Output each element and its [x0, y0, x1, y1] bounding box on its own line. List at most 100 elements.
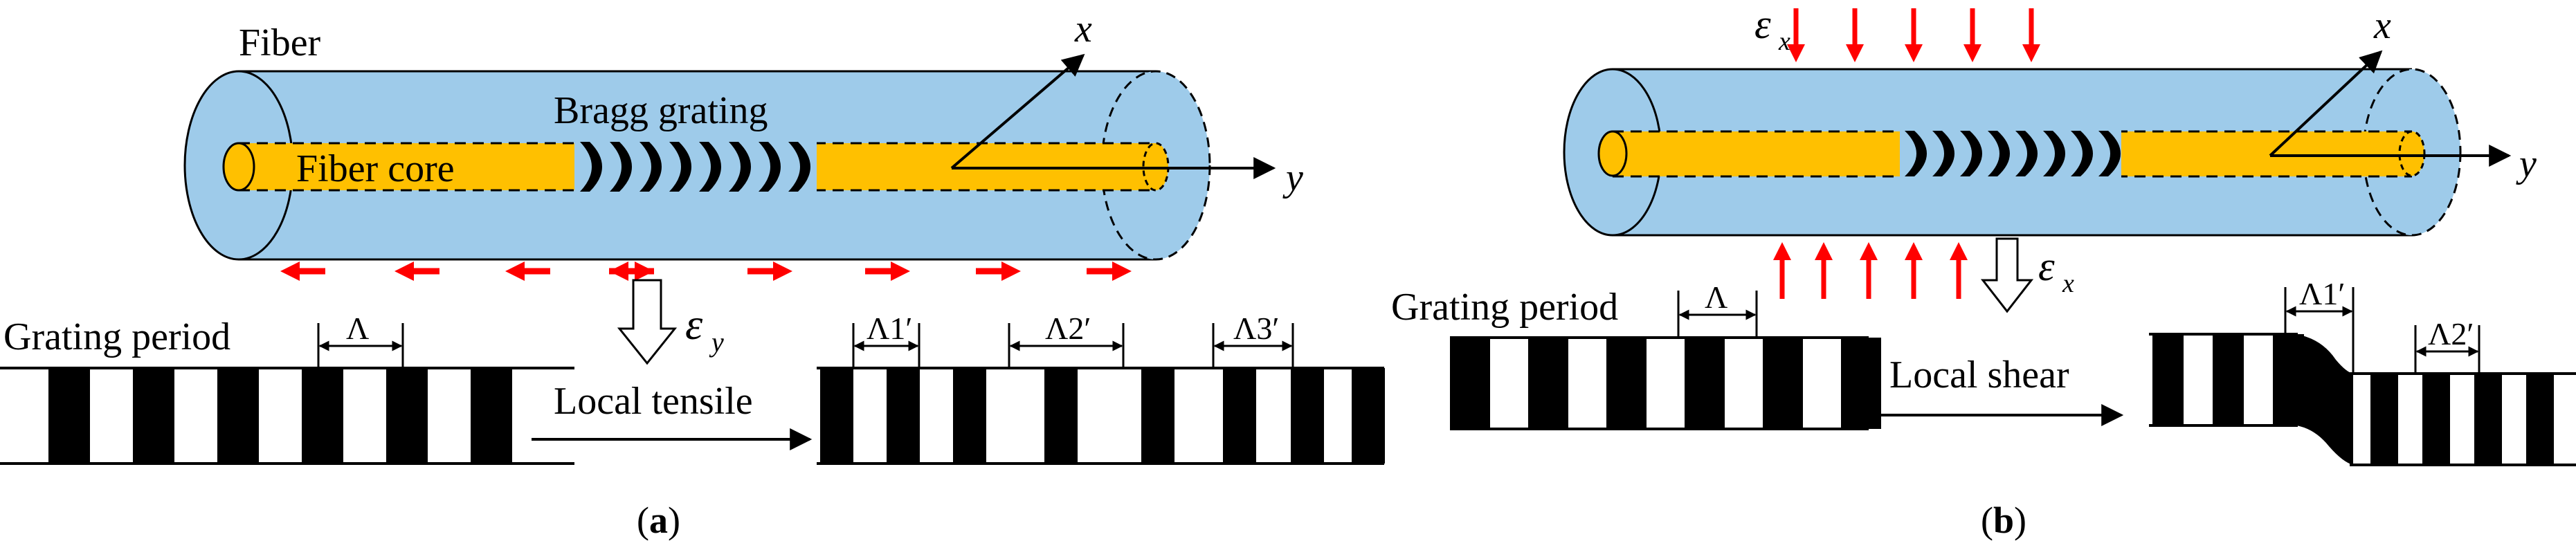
- red-arrow-head: [891, 262, 910, 281]
- red-arrow-head: [1950, 242, 1968, 260]
- strain-symbol-a: ε: [685, 300, 703, 349]
- grating-stripe: [820, 368, 853, 464]
- strain-arrow-a: ε y: [617, 279, 724, 365]
- caption-a: (a): [637, 499, 680, 541]
- grating-fringe: [1960, 131, 1982, 176]
- axes-a: y x: [950, 8, 1303, 199]
- axis-label-x: x: [1074, 8, 1092, 51]
- grating-period-sheared-b: Λ1′ Λ2′: [2149, 276, 2576, 466]
- grating-stripe: [48, 368, 90, 464]
- tension-arrows-a: [280, 262, 1132, 281]
- grating-stripe: [953, 368, 986, 464]
- caption-b: (b): [1981, 499, 2026, 541]
- grating-stripe: [1763, 338, 1803, 429]
- compression-arrows-top-b: [1787, 8, 2040, 62]
- fiber-label: Fiber: [239, 21, 321, 64]
- red-arrow-head: [1963, 44, 1981, 62]
- grating-period-label-a: Grating period: [3, 315, 230, 358]
- fiber-core-label: Fiber core: [296, 147, 455, 190]
- red-arrow-head: [1112, 262, 1132, 281]
- grating-stripe: [302, 368, 343, 464]
- grating-fringe: [788, 142, 810, 192]
- lambda-label-a: Λ: [346, 311, 369, 346]
- grating-stripe: [2474, 374, 2502, 465]
- grating-stripe: [1606, 338, 1647, 429]
- grating-fringe: [2098, 131, 2121, 176]
- strain-subscript-b: x: [2062, 269, 2074, 298]
- grating-fringe: [1988, 131, 2010, 176]
- grating-stripe: [2213, 334, 2244, 425]
- strain-subscript-a: y: [709, 327, 724, 358]
- lambda1-label-a: Λ1′: [867, 311, 912, 346]
- grating-fringe: [580, 142, 602, 192]
- axis-label-y: y: [1282, 156, 1303, 199]
- grating-stripe: [1141, 368, 1174, 464]
- grating-fringe: [759, 142, 781, 192]
- lambda-label-b: Λ: [1705, 279, 1727, 315]
- grating-stripe: [2526, 374, 2554, 465]
- bragg-grating-label: Bragg grating: [554, 89, 768, 132]
- grating-fringe: [699, 142, 721, 192]
- red-arrow-head: [1787, 44, 1805, 62]
- red-arrow-head: [505, 262, 525, 281]
- red-arrow-head: [2022, 44, 2040, 62]
- grating-fringe: [669, 142, 691, 192]
- grating-fringe: [2043, 131, 2065, 176]
- bragg-grating-b: [1900, 130, 2121, 178]
- grating-stripe: [386, 368, 428, 464]
- grating-stripe: [1450, 338, 1490, 429]
- red-arrow-head: [1905, 242, 1923, 260]
- grating-stripe: [1223, 368, 1256, 464]
- grating-stripe: [2370, 374, 2398, 465]
- bragg-grating-a: [574, 142, 817, 192]
- grating-stripe: [2422, 374, 2450, 465]
- strain-symbol-top-b: ε: [1754, 1, 1771, 47]
- strain-arrow-b: ε x: [1980, 237, 2074, 313]
- grating-fringe: [2071, 131, 2093, 176]
- red-arrow-head: [635, 262, 654, 281]
- red-arrow-head: [394, 262, 414, 281]
- axis-label-y-b: y: [2516, 143, 2537, 185]
- process-arrow-a: Local tensile: [532, 380, 813, 450]
- grating-stripe: [133, 368, 174, 464]
- axes-b: y x: [2269, 4, 2537, 185]
- grating-stripe: [217, 368, 259, 464]
- grating-stripe: [2152, 334, 2184, 425]
- compression-arrows-bottom-b: [1773, 242, 1968, 299]
- grating-period-original-a: Grating period Λ: [0, 311, 574, 465]
- grating-stripe: [1528, 338, 1568, 429]
- red-arrow-head: [1815, 242, 1833, 260]
- panel-a: y x Fiber Bragg grating Fiber core ε y G…: [0, 8, 1385, 541]
- grating-period-label-b: Grating period: [1391, 286, 1618, 329]
- grating-fringe: [640, 142, 662, 192]
- grating-fringe: [1905, 131, 1927, 176]
- red-arrow-head: [1846, 44, 1864, 62]
- grating-stripe: [1685, 338, 1725, 429]
- grating-fringe: [610, 142, 632, 192]
- grating-fringe: [729, 142, 751, 192]
- red-arrow-head: [1905, 44, 1923, 62]
- axis-label-x-b: x: [2373, 4, 2391, 47]
- grating-fringe: [2015, 131, 2038, 176]
- strain-symbol-b: ε: [2038, 244, 2055, 289]
- lambda1-label-b: Λ1′: [2299, 276, 2345, 311]
- grating-period-original-b: Grating period Λ: [1391, 279, 1881, 430]
- grating-stripe: [471, 368, 512, 464]
- red-arrow-head: [1773, 242, 1791, 260]
- lambda2-label-b: Λ2′: [2428, 316, 2474, 351]
- red-arrow-head: [1860, 242, 1878, 260]
- lambda3-label-a: Λ3′: [1233, 311, 1279, 346]
- grating-stripe: [887, 368, 920, 464]
- grating-period-stretched-a: Λ1′ Λ2′ Λ3′: [817, 311, 1385, 465]
- grating-fringe: [1932, 131, 1954, 176]
- panel-b: y x ε x ε x Grating period Λ Local shear: [1391, 1, 2576, 541]
- process-label-b: Local shear: [1889, 354, 2069, 396]
- process-label-a: Local tensile: [554, 380, 753, 423]
- red-arrow-head: [773, 262, 792, 281]
- red-arrow-head: [1001, 262, 1021, 281]
- strain-subscript-top-b: x: [1778, 27, 1790, 56]
- process-arrow-b: Local shear: [1881, 354, 2124, 426]
- grating-stripe: [1044, 368, 1078, 464]
- red-arrow-head: [280, 262, 300, 281]
